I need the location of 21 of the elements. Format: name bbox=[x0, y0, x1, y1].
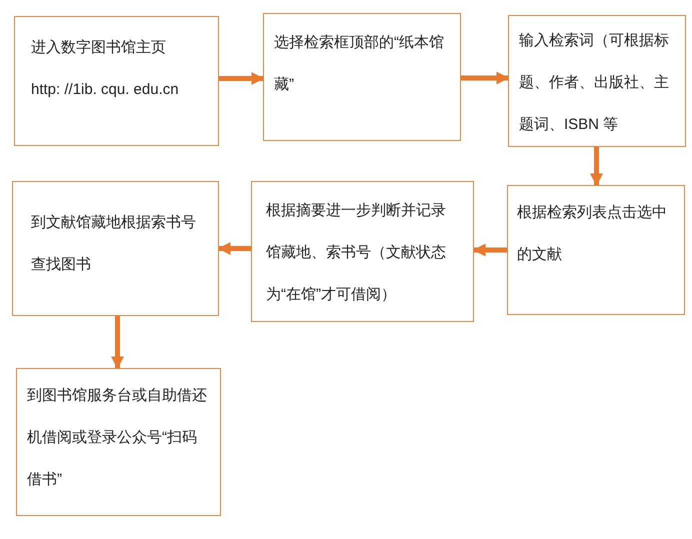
arrow bbox=[472, 244, 507, 256]
arrow bbox=[461, 72, 510, 84]
step-text: 进入数字图书馆主页 bbox=[31, 38, 167, 58]
arrow bbox=[111, 316, 124, 370]
step-text: 到图书馆服务台或自助借还机借阅或登录公众号“扫码借书” bbox=[27, 386, 208, 490]
process-box bbox=[508, 15, 686, 147]
arrow bbox=[590, 147, 603, 186]
process-box bbox=[507, 185, 685, 315]
step-text: 到文献馆藏地根据索书号查找图书 bbox=[31, 213, 197, 275]
process-box bbox=[263, 13, 461, 141]
process-box bbox=[251, 181, 474, 322]
step-text: 选择检索框顶部的“纸本馆藏” bbox=[274, 33, 445, 95]
step-text: 根据检索列表点击选中的文献 bbox=[517, 203, 668, 265]
arrow bbox=[219, 72, 264, 85]
arrow bbox=[218, 242, 251, 255]
process-box bbox=[14, 16, 219, 146]
step-text: http: //1ib. cqu. edu.cn bbox=[31, 80, 180, 100]
process-box bbox=[12, 181, 219, 316]
step-text: 输入检索词（可根据标题、作者、出版社、主题词、ISBN 等 bbox=[519, 31, 670, 135]
process-box bbox=[16, 368, 221, 516]
step-text: 根据摘要进一步判断并记录馆藏地、索书号（文献状态为“在馆”才可借阅） bbox=[266, 201, 447, 305]
